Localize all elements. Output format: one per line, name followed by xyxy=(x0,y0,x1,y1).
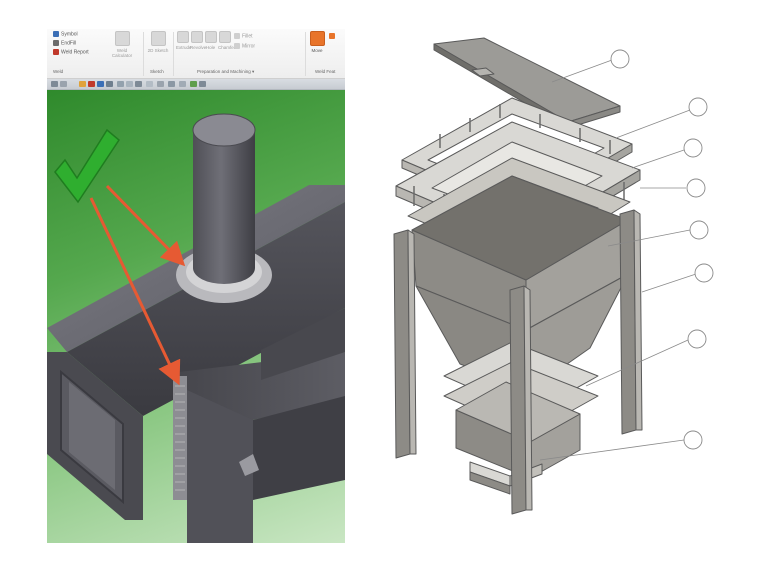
cad-window: Symbol EndFill Weld Report Weld Calculat… xyxy=(47,29,345,543)
revolve-button[interactable]: Revolve xyxy=(190,31,206,50)
weld-calculator-button[interactable]: Weld Calculator xyxy=(110,31,134,58)
fillet-icon xyxy=(234,33,240,39)
selection-icon[interactable] xyxy=(60,81,67,87)
revolve-icon xyxy=(190,31,203,43)
hole-button[interactable]: Hole xyxy=(204,31,217,50)
hole-icon xyxy=(204,31,217,43)
callout-balloon-3 xyxy=(683,138,703,158)
calculator-icon xyxy=(114,31,130,46)
mirror-tool[interactable]: Mirror xyxy=(234,43,255,49)
leg-front-left xyxy=(393,229,411,459)
chamfer-icon xyxy=(218,31,231,43)
callout-leaders xyxy=(539,59,697,461)
cross-beam-front xyxy=(187,390,253,543)
extrude-icon xyxy=(176,31,189,43)
move-icon xyxy=(309,31,325,46)
main-tube-front-face xyxy=(67,202,345,416)
endfill-tool[interactable]: EndFill xyxy=(53,40,76,46)
weld-panel-label: Weld xyxy=(53,69,64,74)
leg-rear-right-side xyxy=(633,209,643,431)
ribbon-separator xyxy=(173,32,174,76)
fillet-tool[interactable]: Fillet xyxy=(234,33,253,39)
shadow-icon[interactable] xyxy=(157,81,164,87)
exploded-hopper-drawing xyxy=(380,30,720,530)
leg-front-left-side xyxy=(407,229,417,455)
main-tube-inner-wall xyxy=(69,382,115,490)
weld-arrow-cylinder xyxy=(105,184,186,267)
main-tube-far-face xyxy=(261,308,345,380)
callout-balloon-7 xyxy=(687,329,707,349)
sketch-panel-label: Sketch xyxy=(150,69,164,74)
weld-features-panel-label: Weld Feat xyxy=(315,69,336,74)
callout-balloon-8 xyxy=(683,430,703,450)
hopper-assembly-svg xyxy=(393,37,714,515)
callout-balloon-2 xyxy=(688,97,708,117)
zoom-icon[interactable] xyxy=(126,81,133,87)
ribbon-separator xyxy=(143,32,144,76)
leg-rear-right xyxy=(619,209,637,435)
callout-balloon-4 xyxy=(686,178,706,198)
weld-arrow-beam xyxy=(89,197,181,386)
pan-icon[interactable] xyxy=(117,81,124,87)
camera-icon[interactable] xyxy=(179,81,186,87)
green-status-icon[interactable] xyxy=(190,81,197,87)
plus-icon xyxy=(329,33,335,39)
sketch-button[interactable]: 2D Sketch xyxy=(147,31,169,53)
orbit-icon[interactable] xyxy=(106,81,113,87)
extrude-button[interactable]: Extrude xyxy=(176,31,192,50)
weld-model-drawing xyxy=(47,113,345,543)
cross-beam-side xyxy=(253,396,345,500)
callout-balloon-6 xyxy=(694,263,714,283)
vertical-cylinder xyxy=(193,130,255,284)
weld-seam-ripples xyxy=(175,385,185,491)
dropdown-icon[interactable] xyxy=(199,81,206,87)
callout-balloon-5 xyxy=(689,220,709,240)
home-icon[interactable] xyxy=(51,81,58,87)
check-mark-icon xyxy=(54,128,120,204)
ribbon-toolbar: Symbol EndFill Weld Report Weld Calculat… xyxy=(47,29,345,79)
folder-icon[interactable] xyxy=(79,81,86,87)
lid-hinge xyxy=(471,67,495,77)
quick-access-bar xyxy=(47,79,345,90)
look-at-icon[interactable] xyxy=(135,81,142,87)
display-style-icon[interactable] xyxy=(146,81,153,87)
add-tool[interactable] xyxy=(329,33,337,39)
rear-weld-bead xyxy=(239,454,259,476)
callout-balloon-1 xyxy=(610,49,630,69)
mirror-icon xyxy=(234,43,240,49)
move-button[interactable]: Move xyxy=(309,31,325,53)
beam-weld-seam xyxy=(173,376,187,500)
weld-symbol-icon xyxy=(53,31,59,37)
weld-report-icon xyxy=(53,49,59,55)
chamfer-button[interactable]: Chamfer xyxy=(218,31,235,50)
weld-report-tool[interactable]: Weld Report xyxy=(53,49,89,55)
sketch-icon xyxy=(150,31,166,46)
ribbon-separator xyxy=(305,32,306,76)
symbol-tool[interactable]: Symbol xyxy=(53,31,78,37)
model-viewport[interactable] xyxy=(47,90,345,543)
prep-panel-label: Preparation and Machining ▾ xyxy=(197,69,255,74)
view-icon[interactable] xyxy=(97,81,104,87)
endfill-icon xyxy=(53,40,59,46)
upper-frame-bolts xyxy=(439,104,611,154)
color-icon[interactable] xyxy=(88,81,95,87)
callout-balloons xyxy=(610,49,714,450)
section-icon[interactable] xyxy=(168,81,175,87)
discharge-chute-edge xyxy=(469,471,511,495)
leg-front-center-side xyxy=(523,285,533,511)
leg-front-center xyxy=(509,285,527,515)
cylinder-top-cap xyxy=(192,113,256,147)
